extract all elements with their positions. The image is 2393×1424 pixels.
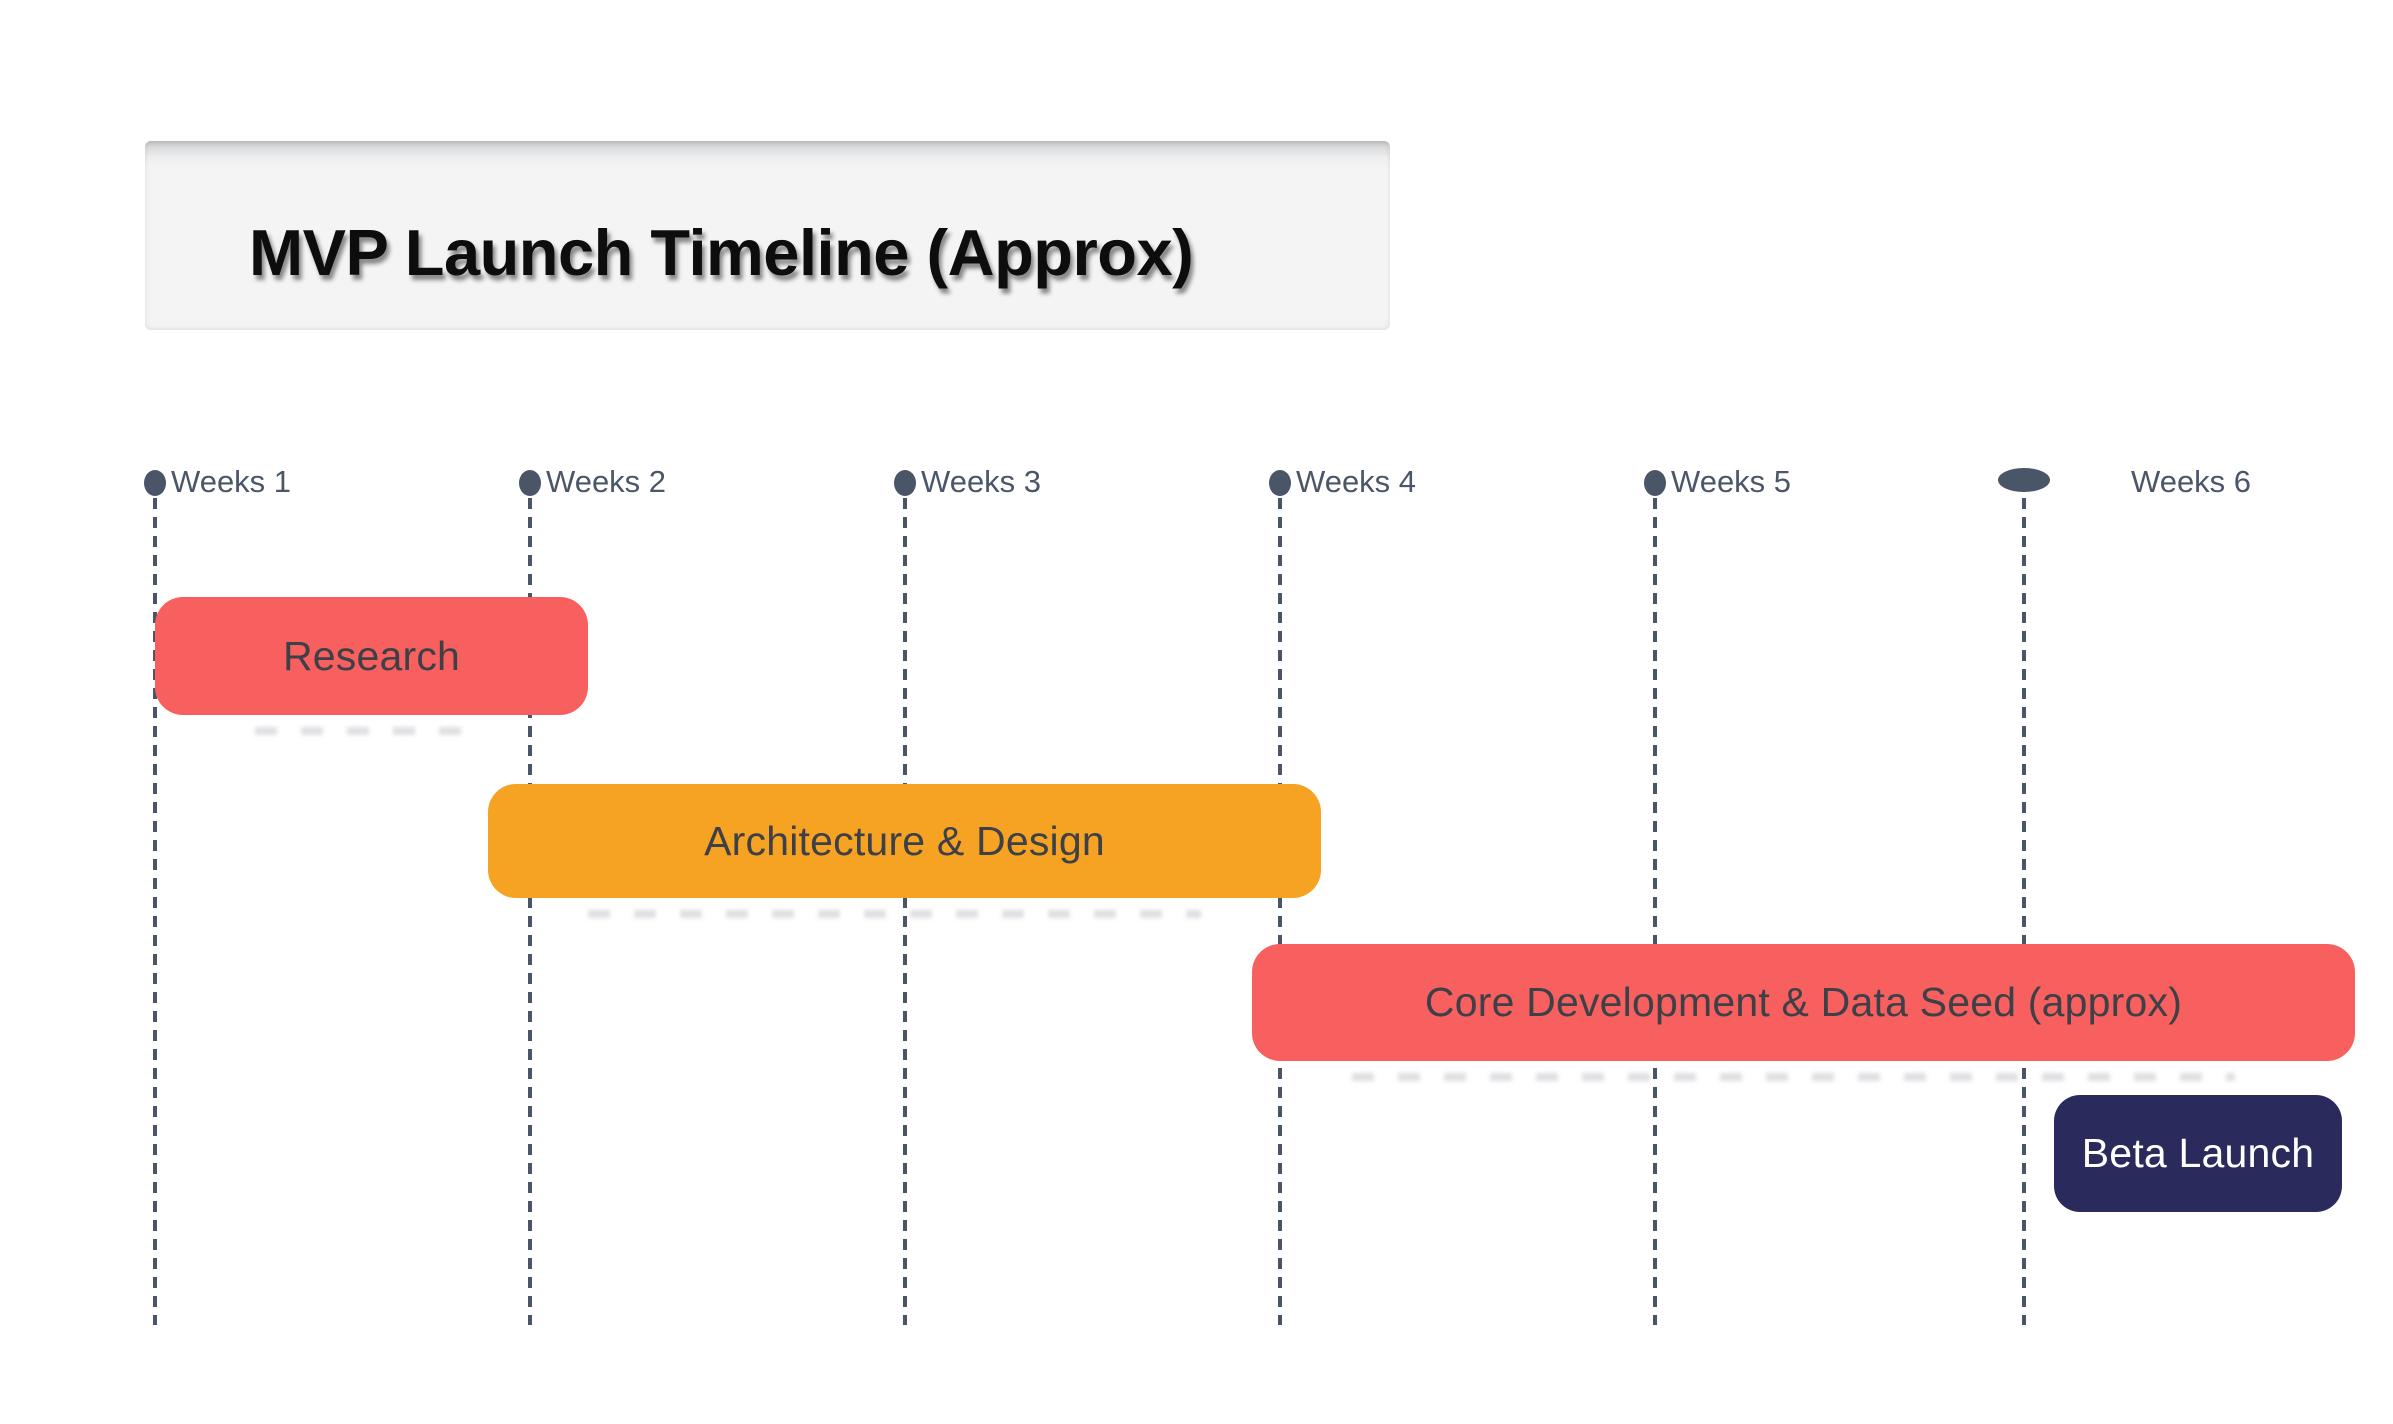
week-4-label: Weeks 4 [1296,464,1417,499]
task-bar-beta-launch: Beta Launch [2054,1095,2342,1212]
week-2-label: Weeks 2 [546,464,667,499]
week-3-marker-dot [894,470,916,496]
page-title: MVP Launch Timeline (Approx) [249,216,1194,289]
task-bar-architecture-design: Architecture & Design [488,784,1321,898]
week-4-marker-dot [1269,470,1291,496]
week-1-gridline [153,498,157,1325]
week-2-marker-dot [519,470,541,496]
week-5-label: Weeks 5 [1671,464,1792,499]
week-3-label: Weeks 3 [921,464,1042,499]
week-6-marker-ellipse [1998,468,2050,492]
task-label-architecture-design: Architecture & Design [704,817,1105,864]
week-5-marker-dot [1644,470,1666,496]
task-bar-core-development: Core Development & Data Seed (approx) [1252,944,2355,1061]
week-6-gridline [2022,498,2026,1325]
task-bar-research: Research [155,597,588,715]
week-1-label: Weeks 1 [171,464,292,499]
task-label-core-development: Core Development & Data Seed (approx) [1424,979,2183,1025]
task-label-beta-launch: Beta Launch [2081,1130,2315,1176]
week-5-gridline [1653,498,1657,1325]
task-label-research: Research [282,632,461,679]
week-1-marker-dot [144,470,166,496]
week-2-gridline [528,498,532,1325]
week-4-gridline [1278,498,1282,1325]
title-panel: MVP Launch Timeline (Approx) [145,141,1390,330]
week-6-label: Weeks 6 [2131,464,2252,499]
